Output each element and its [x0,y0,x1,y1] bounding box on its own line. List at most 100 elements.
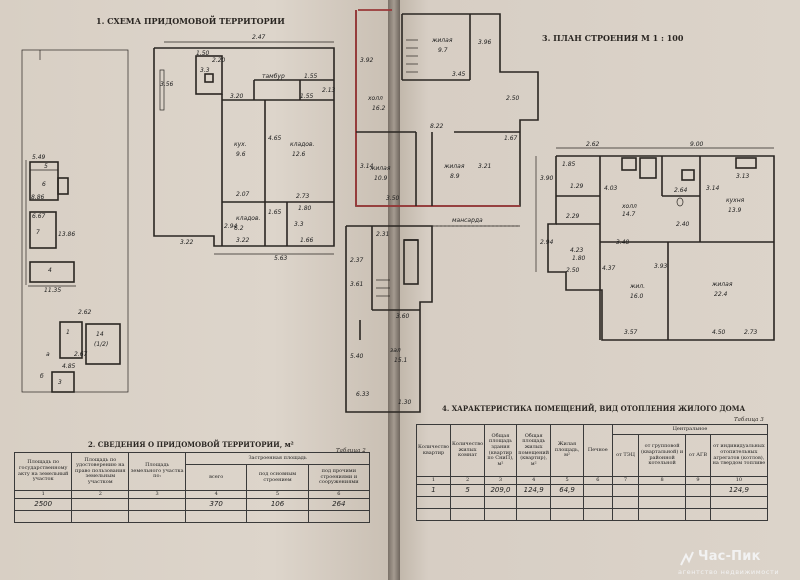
col-header: Общая площадь здания (квартир по СниП), … [484,424,517,477]
col-number: 1 [13,490,73,499]
plan-label: 3.92 [360,57,374,64]
floor-plan-section [345,225,520,413]
plan-label: 5.40 [350,353,364,360]
plan-label: 3.50 [386,195,400,202]
plan-label: 16.2 [372,105,386,112]
site-label: 3 [58,379,62,386]
plan-label: жилая [369,165,391,172]
rooms-heating-table: Количество квартир Количество жилых комн… [415,424,769,521]
plan-label: 1.29 [570,183,584,190]
plan-label: 6.2 [234,225,244,232]
col-header: под основным строением [246,464,309,491]
col-header: Количество жилых комнат [450,424,486,477]
plan-label: 3.21 [478,163,491,170]
col-number: 7 [611,476,640,485]
plan-label: кладов. [236,215,260,222]
table-cell: 209,0 [484,484,517,497]
plan-label: 3.93 [654,263,668,270]
site-label: a [46,351,50,358]
plan-label: 2.31 [376,231,389,238]
col-header: от групповой (квартальной) и районной ко… [638,434,687,477]
table-cell: 64,9 [550,484,584,497]
plan-label: 1.65 [268,209,282,216]
plan-label: 14.7 [622,211,636,218]
plan-label: 2.37 [350,257,364,264]
plan-label: 2.73 [296,193,310,200]
site-label: 13.86 [58,231,75,238]
site-label: 5 [44,163,48,170]
plan-label: 1.50 [196,50,210,57]
table-cell: 124,9 [709,484,769,497]
site-label: 7 [36,229,40,236]
plan-label: 3.13 [736,173,750,180]
col-header: от ТЭЦ [611,434,640,477]
table-cell: 370 [185,498,248,511]
plan-label: 6.33 [356,391,370,398]
plan-label: 3.61 [350,281,363,288]
col-number: 3 [128,490,187,499]
plan-label: 1.85 [562,161,576,168]
col-header: Центральное [611,424,769,435]
logo-subtitle: агентство недвижимости [678,568,780,576]
plan-label: холл [367,95,383,102]
plan-label: 16.0 [630,293,644,300]
plan-label: жил. [629,283,645,290]
plan-label: холл [621,203,637,210]
plan-label: 3.56 [160,81,174,88]
plan-label: 8.9 [450,173,460,180]
plan-label: 3.3 [200,67,210,74]
table-cell: 264 [307,498,371,511]
plan-label: 2.73 [744,329,758,336]
plan-label: 1.66 [300,237,314,244]
site-label: 6 [42,181,46,188]
col-number: 5 [246,490,309,499]
plan-label: 2.94 [540,239,554,246]
plan-label: 3.14 [360,163,374,170]
table-cell: 5 [450,484,486,497]
table-cell: 1 [415,484,452,497]
logo-icon [680,551,694,566]
plan-label: 9.7 [438,47,448,54]
plan-label: 4.23 [570,247,584,254]
col-header: Жилая площадь, м² [550,424,584,477]
site-label: 11.35 [44,287,61,294]
plan-label: 3.90 [540,175,554,182]
section4-title: 4. ХАРАКТЕРИСТИКА ПОМЕЩЕНИЙ, ВИД ОТОПЛЕН… [442,404,746,413]
table-cell [582,484,613,497]
table3-number: Таблица 3 [734,417,764,423]
plan-label: 22.4 [714,291,728,298]
col-header: Площадь по удостоверению на право пользо… [71,452,130,491]
site-label: 4.85 [62,363,76,370]
plan-label: 3.22 [180,239,194,246]
plan-label: 8.22 [430,123,444,130]
site-label: 5.49 [32,154,46,161]
section2-title: 2. СВЕДЕНИЯ О ПРИДОМОВОЙ ТЕРРИТОРИИ, м² [88,440,294,449]
site-label: б [40,373,44,380]
plan-label: 2.50 [566,267,580,274]
col-number: 6 [582,476,613,485]
col-number: 10 [709,476,769,485]
land-info-table: Площадь по государственному акту на земе… [13,452,371,523]
col-header: Количество квартир [415,424,452,477]
col-number: 4 [515,476,552,485]
floor-plan-main [535,147,775,341]
col-number: 2 [450,476,486,485]
table-cell [638,484,687,497]
plan-label: 4.03 [604,185,618,192]
table-cell: 106 [246,498,309,511]
plan-label: 10.9 [374,175,388,182]
col-header: от АГВ [685,434,711,477]
site-label: 2.62 [78,309,92,316]
site-label: 6.67 [32,213,46,220]
plan-label: 2.29 [566,213,580,220]
table-cell [71,498,130,511]
plan-label: кух. [234,141,247,148]
plan-label: 5.63 [274,255,288,262]
plan-label: 3.48 [616,239,630,246]
table-cell [128,498,187,511]
book-spine [388,0,400,580]
plan-label: жилая [431,37,453,44]
plan-label: 2.07 [236,191,250,198]
